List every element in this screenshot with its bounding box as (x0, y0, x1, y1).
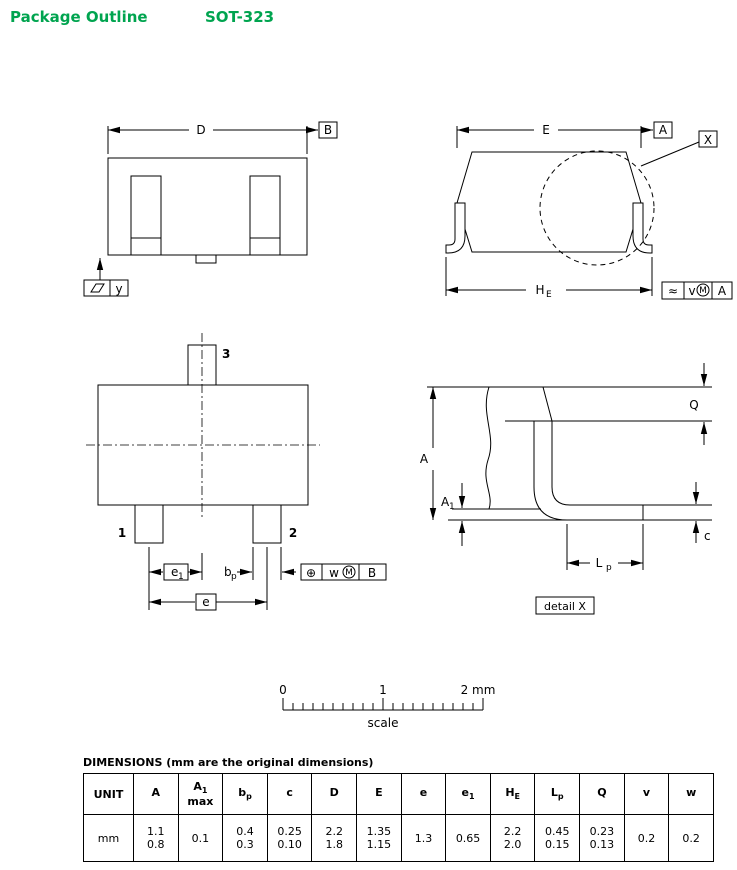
scale-one: 1 (379, 683, 387, 697)
gullwing-lead-right (632, 202, 653, 254)
dim-Lp-label: L (596, 556, 603, 570)
dim-D-label: D (196, 123, 205, 137)
col-header: e1 (445, 773, 491, 815)
side-view: E A X H E ≈ v M A (445, 121, 733, 300)
pin3-lead (187, 344, 217, 386)
value-cell: 0.65 (445, 814, 491, 862)
dimensions-caption: DIMENSIONS (mm are the original dimensio… (83, 756, 374, 769)
package-body-side (456, 151, 642, 253)
position-symbol: ⊕ (306, 566, 316, 580)
detail-x-circle (539, 150, 655, 266)
dim-e-label: e (202, 595, 209, 609)
col-header: Lp (534, 773, 581, 815)
v-tolerance-label: v (688, 284, 695, 298)
unit-cell: mm (83, 814, 134, 862)
col-header: A (133, 773, 179, 815)
value-cell: 0.1 (177, 814, 224, 862)
pin2-lead (252, 504, 282, 544)
col-header: Q (579, 773, 625, 815)
detail-x-flag (698, 130, 718, 148)
detail-x-letter: X (704, 133, 712, 147)
mmc-circle (696, 283, 710, 297)
center-lead (195, 254, 217, 264)
datum-ref-B: B (368, 566, 376, 580)
package-outline-drawing: D B y E A (83, 121, 733, 730)
col-header: E (356, 773, 402, 815)
package-name: SOT-323 (205, 8, 275, 26)
detail-x-caption: detail X (544, 600, 586, 613)
w-tolerance-label: w (329, 566, 339, 580)
dim-A1-label: A (441, 495, 450, 509)
scale-bar: 0 1 2 mm scale (279, 683, 495, 730)
detail-x-view: A A 1 Q c L p detail X (420, 363, 712, 615)
col-header: w (668, 773, 714, 815)
col-header: c (266, 773, 313, 815)
pin3-number: 3 (222, 347, 230, 361)
value-cell: 1.3 (400, 814, 447, 862)
dim-bp-sub: p (231, 572, 237, 582)
mmc-letter: M (699, 286, 707, 296)
flatness-icon (90, 283, 105, 293)
gullwing-lead-left (445, 202, 466, 254)
dim-Q-label: Q (689, 398, 698, 412)
top-view: 3 1 2 e 1 b p ⊕ w M B (86, 333, 387, 611)
value-cell: 0.2 (623, 814, 670, 862)
mmc-letter-2: M (345, 568, 353, 578)
lead-right (249, 175, 281, 256)
dim-Lp-sub: p (606, 563, 612, 573)
datum-B-label: B (324, 123, 332, 137)
approx-symbol: ≈ (668, 284, 678, 298)
page-title: Package Outline (10, 8, 148, 26)
dim-HE-sub: E (546, 290, 552, 300)
col-header: HE (489, 773, 536, 815)
scale-two-mm: 2 mm (461, 683, 496, 697)
dimensions-section: DIMENSIONS (mm are the original dimensio… (83, 756, 714, 862)
datum-A-label: A (659, 123, 668, 137)
lead-left (130, 175, 162, 256)
dim-bp-label: b (224, 565, 232, 579)
datum-ref-A: A (718, 284, 727, 298)
col-header-unit: UNIT (83, 773, 134, 815)
package-body (107, 157, 308, 256)
dim-A-label: A (420, 452, 429, 466)
body-break-line (485, 386, 492, 510)
mmc-circle-2 (342, 565, 356, 579)
datum-A-box (653, 121, 673, 139)
value-cell: 0.2 (668, 814, 714, 862)
detail-x-caption-box (535, 596, 595, 615)
dim-e1-sub: 1 (178, 572, 184, 582)
dim-e1-label: e (171, 565, 178, 579)
col-header: v (623, 773, 670, 815)
col-header: bp (222, 773, 268, 815)
scale-zero: 0 (279, 683, 287, 697)
dim-c-label: c (704, 529, 711, 543)
dim-HE-label: H (535, 283, 544, 297)
col-header: e (400, 773, 447, 815)
y-tolerance-label: y (115, 282, 122, 296)
pin1-lead (134, 504, 164, 544)
pin2-number: 2 (289, 526, 297, 540)
col-header: D (311, 773, 358, 815)
dim-E-label: E (542, 123, 550, 137)
scale-word: scale (368, 716, 399, 730)
front-view: D B y (83, 121, 338, 297)
dim-A1-sub: 1 (449, 502, 455, 512)
datum-B-box (318, 121, 338, 139)
pin1-number: 1 (118, 526, 126, 540)
